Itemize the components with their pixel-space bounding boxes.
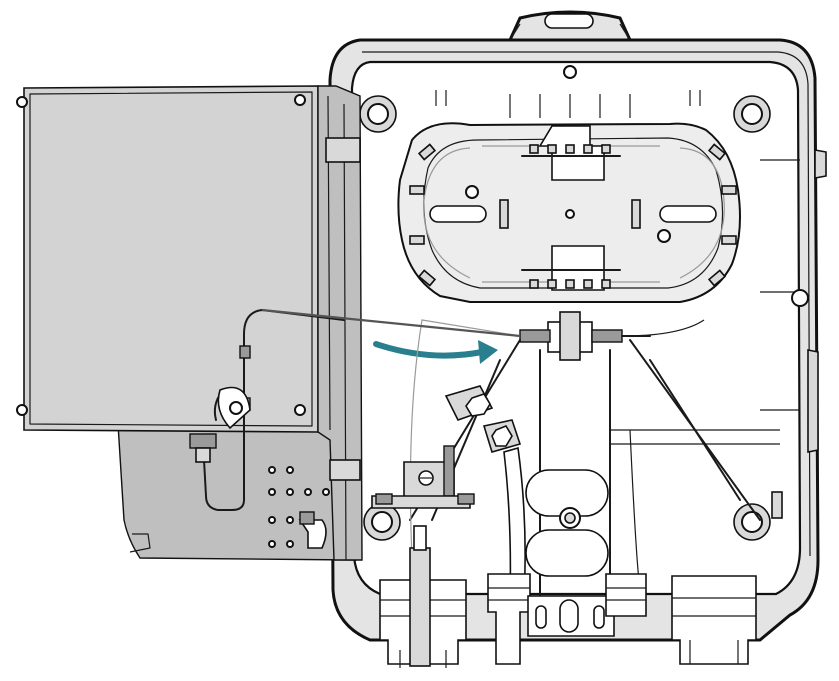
internal-frame [409,319,780,601]
cable-gland-right-icon [671,575,757,665]
mounting-hole-icon [359,95,397,133]
grounding-lug-icon [403,385,526,601]
mounting-hole-icon [733,95,771,133]
adapter-connector-icon [519,311,705,361]
top-handle [507,10,633,42]
side-screw-icon [791,289,809,307]
direction-arrow-icon [373,340,498,364]
patch-fiber [261,308,521,338]
splice-holder-top [521,125,621,181]
top-screw-icon [563,65,577,79]
splice-tray-icon [397,122,741,303]
cable-clips [371,493,475,509]
open-cover-door [16,85,363,561]
mounting-holes [359,95,771,541]
splice-holder-bottom [521,245,621,291]
cable-gland-left-icon [379,525,467,668]
mounting-hole-icon [363,503,401,541]
cable-gland-small-icon [605,573,647,617]
mounting-hole-icon [733,503,771,541]
port-blank-icon [527,595,615,637]
cable-gland-centre-icon [487,573,531,665]
